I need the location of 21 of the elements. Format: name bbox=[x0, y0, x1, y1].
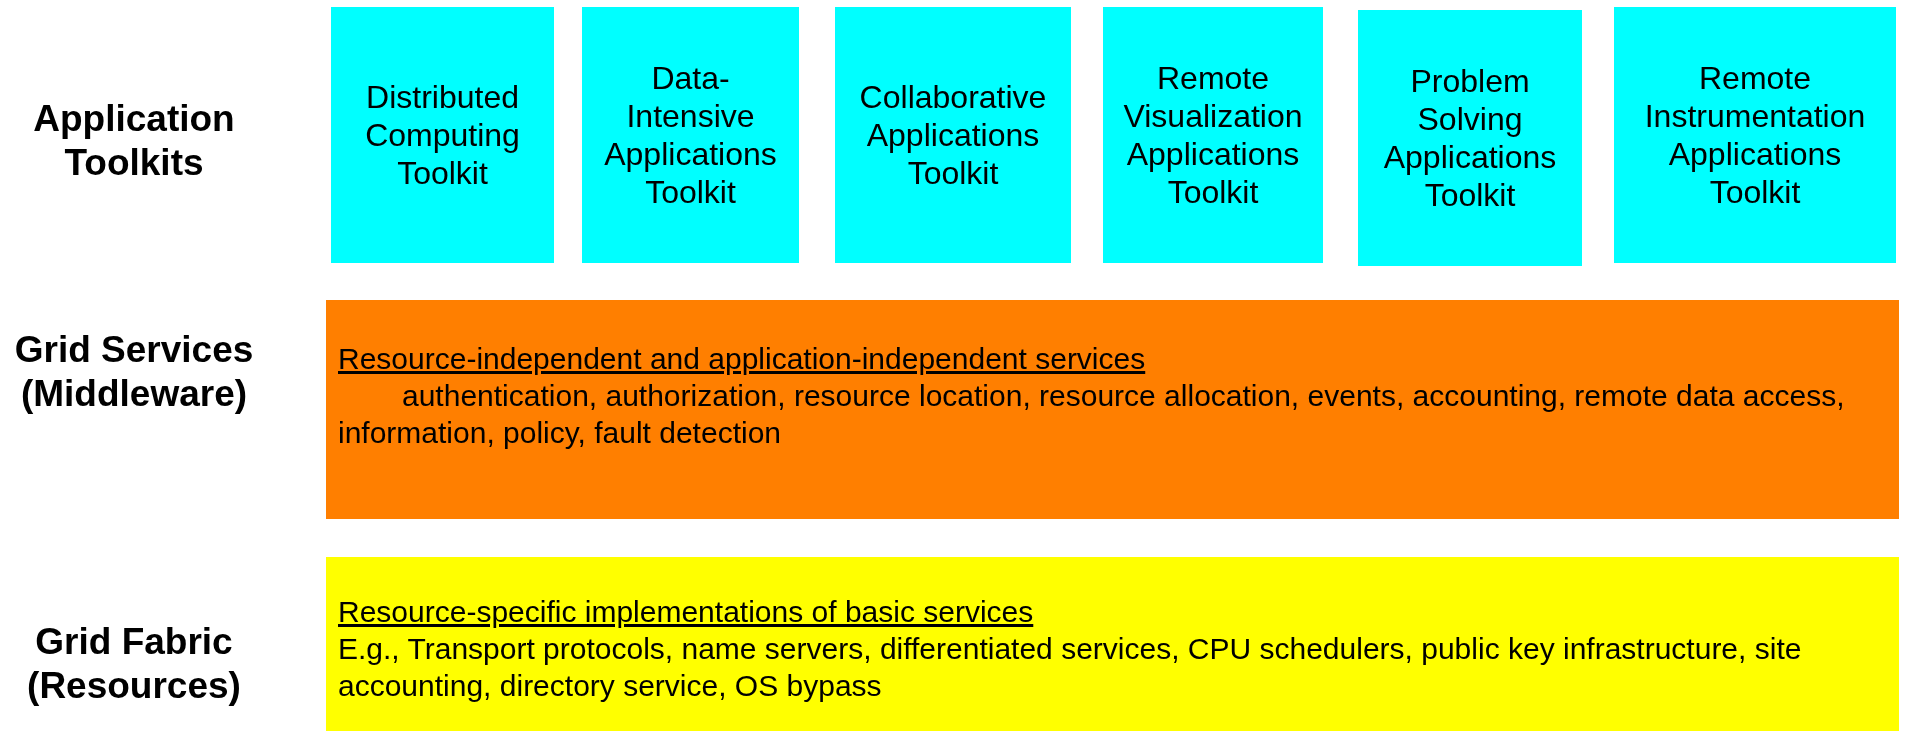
toolkit-name: Distributed Computing Toolkit bbox=[364, 78, 521, 192]
layer-band bbox=[326, 557, 1899, 731]
layer-title: Grid Services (Middleware) bbox=[13, 328, 255, 416]
toolkit-box bbox=[835, 7, 1071, 263]
toolkit-name: Remote Visualization Applications Toolkit bbox=[1122, 59, 1304, 211]
toolkit-name: Remote Instrumentation Applications Toolkit bbox=[1643, 59, 1867, 211]
toolkit-box bbox=[331, 7, 554, 263]
toolkit-box bbox=[1614, 7, 1896, 263]
toolkit-name: Problem Solving Applications Toolkit bbox=[1382, 62, 1558, 214]
layer-title: Application Toolkits bbox=[32, 97, 236, 185]
layer-heading: Resource-independent and application-independent services bbox=[338, 341, 1147, 377]
layer-title: Grid Fabric (Resources) bbox=[26, 620, 242, 708]
layer-heading: Resource-specific implementations of basic services bbox=[338, 594, 1035, 630]
layer-description: authentication, authorization, resource location, resource allocation, events, accounting, remote data access, information, policy, fault detection bbox=[338, 378, 1846, 451]
toolkit-box bbox=[1358, 10, 1582, 266]
toolkit-box bbox=[582, 7, 799, 263]
toolkit-name: Collaborative Applications Toolkit bbox=[858, 78, 1048, 192]
toolkit-box bbox=[1103, 7, 1323, 263]
toolkit-name: Data-Intensive Applications Toolkit bbox=[603, 59, 778, 211]
layer-description: E.g., Transport protocols, name servers, differentiated services, CPU schedulers, public key infrastructure, site accounting, directory service, OS bypass bbox=[338, 631, 1803, 704]
layer-band bbox=[326, 300, 1899, 519]
